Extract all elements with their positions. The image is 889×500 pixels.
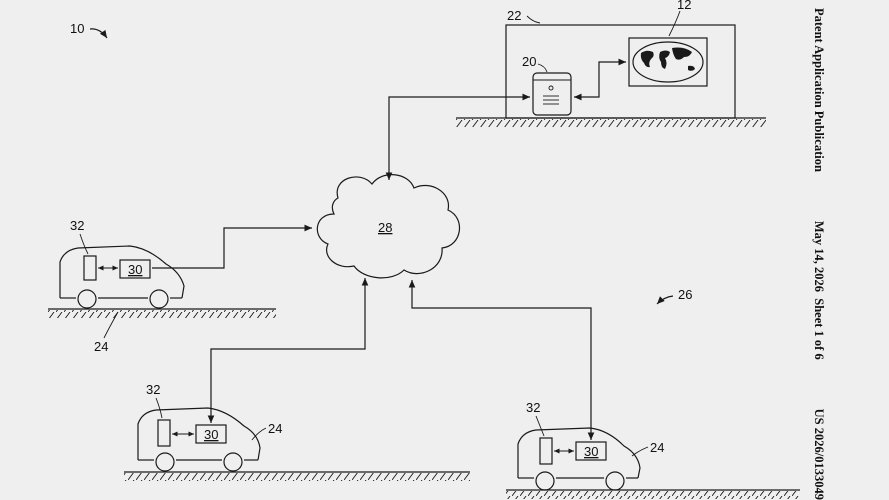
vehicle-1-module-label: 30 bbox=[128, 262, 142, 277]
region-reference: 26 bbox=[656, 287, 692, 305]
server-map-link bbox=[574, 58, 626, 101]
server-indicator bbox=[548, 85, 554, 91]
region-ref-label: 26 bbox=[678, 287, 692, 302]
vehicle-2-ground-hatch bbox=[124, 473, 470, 481]
vehicle-2-wheel-rear bbox=[155, 452, 175, 472]
map-continent-asia bbox=[672, 47, 692, 60]
map-continent-africa bbox=[659, 50, 670, 69]
vehicle-3-module-label: 30 bbox=[584, 444, 598, 459]
vehicle-1-module bbox=[119, 259, 151, 279]
map-frame bbox=[628, 37, 708, 87]
vehicle-1-sensor-leader bbox=[79, 233, 89, 255]
vehicle-2-wheel-front bbox=[223, 452, 243, 472]
system-ref-leader bbox=[89, 28, 108, 39]
vehicle-2-module-label: 30 bbox=[204, 427, 218, 442]
facility-ref-leader bbox=[526, 15, 541, 24]
vehicle-2: 30 32 24 bbox=[124, 278, 470, 481]
vehicle-1-body bbox=[59, 245, 185, 299]
vehicle-3-network-link bbox=[408, 280, 595, 440]
vehicle-3-ref-leader bbox=[631, 446, 649, 457]
map-display: 12 bbox=[628, 0, 708, 87]
vehicle-2-module bbox=[195, 424, 227, 444]
vehicle-3-sensor-leader bbox=[535, 415, 545, 437]
map-ref-label: 12 bbox=[677, 0, 691, 12]
map-globe bbox=[632, 41, 704, 83]
system-ref-label: 10 bbox=[70, 21, 84, 36]
server: 20 bbox=[522, 54, 572, 116]
vehicle-2-network-link bbox=[207, 278, 369, 423]
map-ref-leader bbox=[668, 10, 681, 37]
vehicle-3-body bbox=[517, 427, 641, 479]
facility-building bbox=[505, 24, 736, 119]
vehicle-2-ref-label: 24 bbox=[268, 421, 282, 436]
vehicle-2-sensor-leader bbox=[155, 397, 163, 419]
vehicle-3-sensor-label: 32 bbox=[526, 400, 540, 415]
vehicle-2-sensor bbox=[157, 419, 171, 447]
facility-ref-label: 22 bbox=[507, 8, 521, 23]
network-ref-label: 28 bbox=[378, 220, 392, 235]
vehicle-2-ref-leader bbox=[251, 427, 267, 441]
vehicle-3-ground-hatch bbox=[506, 491, 800, 499]
server-ref-leader bbox=[537, 63, 548, 73]
vehicle-1-sensor bbox=[83, 255, 97, 281]
map-continent-australia bbox=[688, 65, 695, 71]
vehicle-1-network-link bbox=[152, 224, 312, 269]
vehicle-1: 30 32 24 bbox=[48, 218, 312, 354]
vehicle-3-wheel-rear bbox=[535, 471, 555, 491]
vehicle-1-ground-hatch bbox=[48, 310, 276, 318]
server-network-link bbox=[385, 93, 530, 180]
vehicle-3-wheel-front bbox=[605, 471, 625, 491]
vehicle-1-ref-label: 24 bbox=[94, 339, 108, 354]
vehicle-3-ref-label: 24 bbox=[650, 440, 664, 455]
server-ref-label: 20 bbox=[522, 54, 536, 69]
facility: 22 20 12 bbox=[456, 0, 766, 127]
vehicle-3-module bbox=[575, 441, 607, 461]
vehicle-1-wheel-front bbox=[149, 289, 169, 309]
map-continent-americas bbox=[640, 50, 654, 68]
region-ref-leader bbox=[656, 295, 674, 305]
vehicle-2-sensor-label: 32 bbox=[146, 382, 160, 397]
vehicle-3: 30 32 24 bbox=[408, 280, 800, 499]
system-reference: 10 bbox=[70, 21, 108, 39]
server-box bbox=[532, 72, 572, 116]
network-cloud: 28 bbox=[316, 174, 461, 279]
vehicle-1-wheel-rear bbox=[77, 289, 97, 309]
vehicle-3-sensor bbox=[539, 437, 553, 465]
vehicle-2-body bbox=[137, 407, 261, 461]
facility-ground-hatch bbox=[456, 119, 766, 127]
vehicle-1-sensor-label: 32 bbox=[70, 218, 84, 233]
